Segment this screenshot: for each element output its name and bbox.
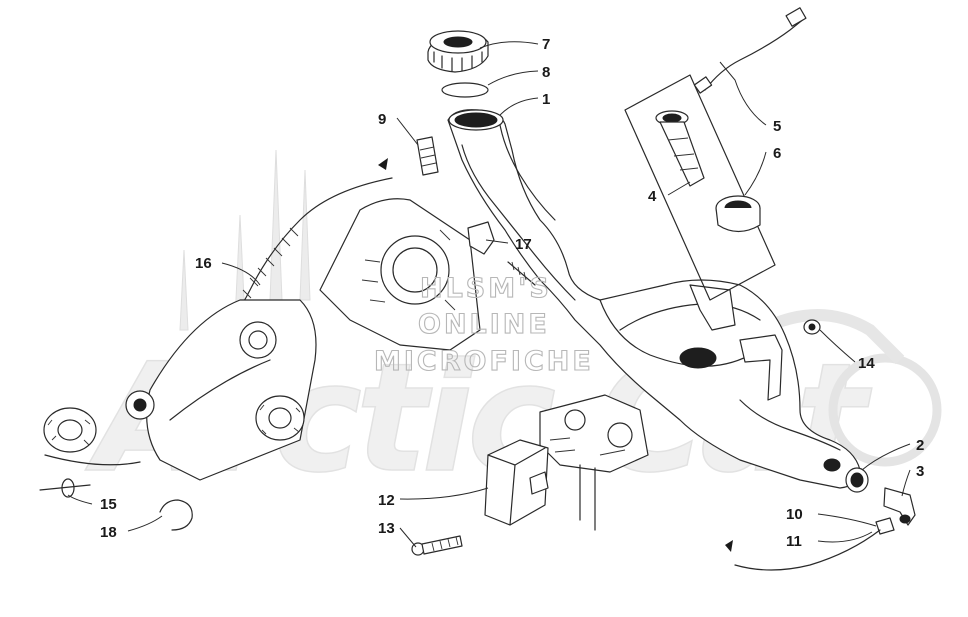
part-decal-lines: [419, 146, 437, 167]
watermark-text-block: HLSM'S ONLINE MICROFICHE: [373, 272, 594, 377]
part-engine-cover: [319, 198, 481, 351]
part-outlet-grommet: [845, 467, 869, 493]
watermark-skyline: [179, 149, 311, 331]
pulley-mid: [125, 390, 155, 420]
part-elbow-fitting: [883, 487, 916, 526]
leader-lines: [67, 41, 911, 548]
part-tie-strap: [39, 478, 91, 498]
part-bolt: [411, 535, 463, 556]
watermark-line-2: ONLINE: [418, 309, 550, 340]
callout-1: 1: [542, 91, 550, 108]
part-fuel-hose: [725, 529, 881, 571]
callout-5: 5: [773, 118, 781, 135]
part-fuel-sender-group: [624, 7, 807, 301]
pulley-right: [255, 395, 305, 441]
callout-15: 15: [100, 496, 117, 513]
callout-18: 18: [100, 524, 117, 541]
callout-7: 7: [542, 36, 550, 53]
part-carburetor: [539, 394, 649, 531]
callout-4: 4: [648, 188, 657, 205]
callout-2: 2: [916, 437, 924, 454]
callout-10: 10: [786, 506, 803, 523]
callout-9: 9: [378, 111, 386, 128]
part-hose-clip: [159, 499, 193, 531]
watermark-line-3: MICROFICHE: [374, 346, 594, 377]
callout-8: 8: [542, 64, 550, 81]
callout-17: 17: [515, 236, 532, 253]
callout-12: 12: [378, 492, 395, 509]
callout-14: 14: [858, 355, 875, 372]
callout-3: 3: [916, 463, 924, 480]
watermark-line-1: HLSM'S: [420, 273, 552, 304]
part-fuel-cap: [427, 30, 489, 73]
part-fuel-tank: [447, 109, 861, 489]
callout-6: 6: [773, 145, 781, 162]
part-pump-housing: [484, 439, 549, 526]
callout-11: 11: [786, 533, 802, 550]
callout-16: 16: [195, 255, 212, 272]
callout-13: 13: [378, 520, 395, 537]
part-clip-bracket: [467, 221, 536, 286]
pulley-left: [43, 407, 97, 453]
part-decal: [416, 136, 439, 176]
watermark-wheel: [828, 353, 942, 467]
part-gasket: [441, 82, 489, 98]
part-left-chassis-plate: [43, 299, 317, 481]
part-nut: [803, 319, 821, 335]
callout-numbers: 7 8 1 9 5 6 4 17 16 14 2 3 10 11 12 13 1…: [100, 36, 924, 550]
